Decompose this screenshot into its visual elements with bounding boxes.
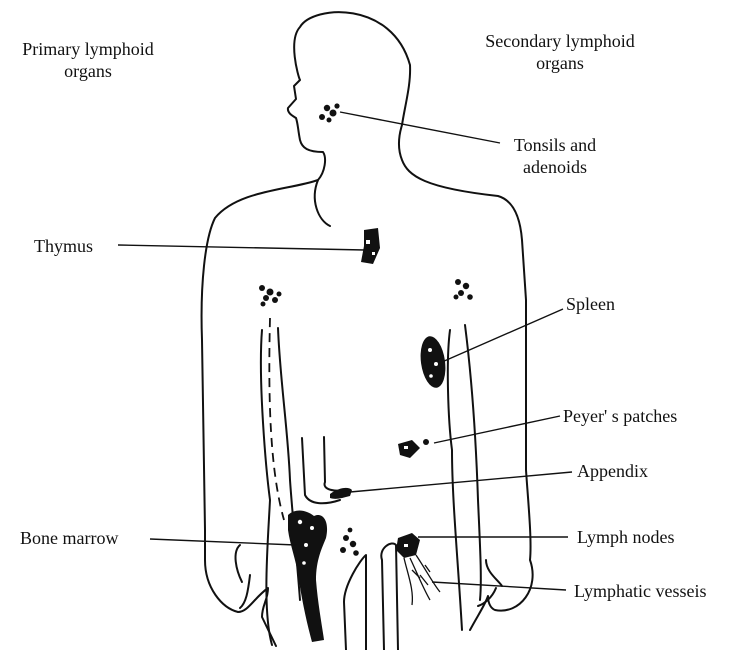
leader-thymus bbox=[118, 245, 365, 250]
right-arm-inner bbox=[448, 330, 462, 630]
heading-secondary-lymphoid: Secondary lymphoid organs bbox=[460, 30, 660, 74]
label-lymphatic-vessels: Lymphatic vesseis bbox=[574, 580, 706, 602]
leader-appendix bbox=[350, 472, 572, 492]
label-bone-marrow: Bone marrow bbox=[20, 527, 118, 549]
left-arm-inner bbox=[261, 330, 272, 645]
left-inner-leg bbox=[344, 555, 366, 650]
leader-tonsils bbox=[340, 112, 500, 143]
leader-bone-marrow bbox=[150, 539, 296, 545]
neck-line bbox=[315, 180, 330, 226]
leader-spleen bbox=[442, 309, 563, 362]
right-chest-lymph bbox=[454, 279, 473, 300]
heading-secondary-text: Secondary lymphoid organs bbox=[485, 31, 634, 73]
right-inner-leg bbox=[381, 543, 398, 650]
tonsils-organ bbox=[319, 103, 340, 122]
left-hand bbox=[236, 545, 250, 608]
label-spleen: Spleen bbox=[566, 293, 615, 315]
left-chest-lymph bbox=[259, 285, 282, 307]
bone-marrow-organ bbox=[288, 511, 327, 642]
thymus-organ bbox=[361, 228, 380, 264]
label-peyers-patches: Peyer' s patches bbox=[563, 405, 677, 427]
label-tonsils: Tonsils and adenoids bbox=[496, 134, 614, 178]
left-bone-dashed bbox=[269, 318, 284, 520]
leader-peyers bbox=[434, 416, 560, 443]
lymph-nodes-organ bbox=[396, 533, 420, 558]
label-lymph-nodes: Lymph nodes bbox=[577, 526, 675, 548]
right-torso-side bbox=[465, 325, 481, 600]
label-thymus: Thymus bbox=[34, 235, 93, 257]
label-appendix: Appendix bbox=[577, 460, 648, 482]
lymphatic-vessels-organ bbox=[404, 555, 440, 605]
spleen-organ bbox=[417, 335, 448, 390]
body-outline bbox=[202, 12, 533, 646]
leader-lines bbox=[118, 112, 572, 590]
heading-primary-text: Primary lymphoid organs bbox=[22, 39, 154, 81]
heading-primary-lymphoid: Primary lymphoid organs bbox=[4, 38, 172, 82]
groin-lymph bbox=[340, 528, 359, 556]
peyers-organ bbox=[398, 439, 429, 458]
